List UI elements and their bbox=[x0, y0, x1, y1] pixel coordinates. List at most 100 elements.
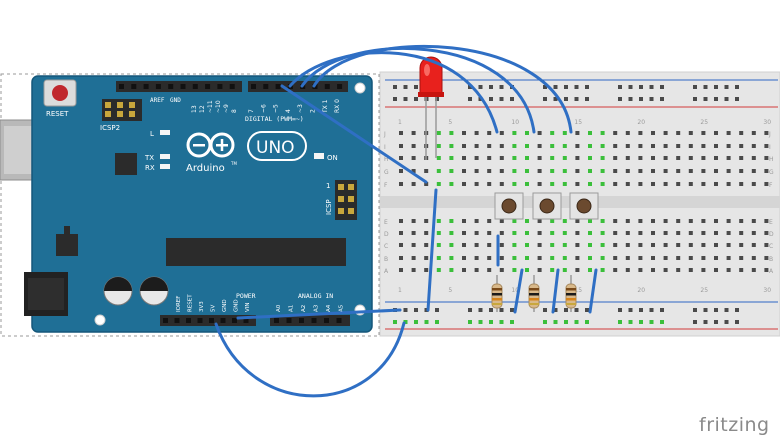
reset-button-cap[interactable] bbox=[52, 85, 68, 101]
header-pin bbox=[155, 84, 161, 89]
breadboard-hole bbox=[663, 182, 668, 186]
breadboard-hole bbox=[625, 144, 630, 148]
breadboard-hole bbox=[618, 320, 622, 324]
breadboard-hole bbox=[714, 85, 718, 89]
pushbutton-1[interactable] bbox=[494, 192, 524, 220]
breadboard-hole bbox=[588, 182, 592, 186]
pushbutton-3[interactable] bbox=[569, 192, 599, 220]
breadboard-hole bbox=[693, 320, 697, 324]
breadboard-hole bbox=[724, 320, 729, 324]
wire-led-ground bbox=[426, 188, 438, 312]
breadboard-hole bbox=[693, 97, 697, 101]
arduino-logo bbox=[186, 132, 235, 158]
breadboard-hole bbox=[739, 256, 744, 260]
icsp2-pin bbox=[105, 111, 111, 117]
breadboard-hole bbox=[638, 182, 643, 186]
one-label: 1 bbox=[326, 182, 330, 190]
breadboard-hole bbox=[462, 182, 466, 186]
breadboard-hole bbox=[499, 268, 504, 272]
breadboard-hole bbox=[574, 97, 579, 101]
breadboard-hole bbox=[600, 268, 605, 272]
breadboard-hole bbox=[638, 131, 643, 135]
breadboard-hole bbox=[512, 243, 517, 247]
breadboard-hole bbox=[651, 156, 655, 160]
breadboard-hole bbox=[751, 231, 756, 235]
row-letter: G bbox=[384, 169, 389, 176]
breadboard-hole bbox=[651, 231, 655, 235]
breadboard-hole bbox=[537, 144, 542, 148]
wire-5v-rail bbox=[214, 321, 406, 398]
power-pin-label: 5V bbox=[211, 305, 217, 312]
breadboard-hole bbox=[474, 231, 479, 235]
breadboard-hole bbox=[537, 243, 542, 247]
breadboard-hole bbox=[562, 182, 567, 186]
breadboard-hole bbox=[525, 268, 529, 272]
breadboard-hole bbox=[562, 131, 567, 135]
l-label: L bbox=[150, 130, 154, 138]
breadboard-hole bbox=[600, 156, 605, 160]
breadboard-hole bbox=[625, 156, 630, 160]
breadboard-hole bbox=[676, 156, 681, 160]
breadboard-hole bbox=[399, 131, 403, 135]
icsp-pin bbox=[338, 208, 344, 214]
breadboard-hole bbox=[663, 256, 668, 260]
microcontroller-chip bbox=[166, 238, 346, 266]
breadboard-hole bbox=[436, 131, 441, 135]
breadboard-hole bbox=[574, 320, 579, 324]
digital-pin-label: 7 bbox=[248, 109, 255, 113]
voltage-regulator bbox=[56, 234, 78, 256]
breadboard-hole bbox=[735, 97, 739, 101]
breadboard-hole bbox=[739, 131, 744, 135]
breadboard-hole bbox=[399, 182, 403, 186]
breadboard-hole bbox=[663, 243, 668, 247]
breadboard-hole bbox=[462, 243, 466, 247]
breadboard-hole bbox=[564, 97, 568, 101]
breadboard-hole bbox=[411, 268, 416, 272]
breadboard-hole bbox=[550, 131, 555, 135]
digital-pin-label: ~5 bbox=[273, 104, 280, 113]
breadboard-hole bbox=[751, 182, 756, 186]
breadboard-hole bbox=[436, 256, 441, 260]
breadboard-hole bbox=[564, 85, 568, 89]
breadboard-hole bbox=[613, 243, 618, 247]
digital-pin-label: ~10 bbox=[215, 100, 222, 113]
breadboard-hole bbox=[543, 97, 547, 101]
analog-pin-label: A1 bbox=[289, 305, 295, 312]
breadboard-hole bbox=[660, 85, 664, 89]
pushbutton-2[interactable] bbox=[532, 192, 562, 220]
breadboard-hole bbox=[726, 131, 731, 135]
breadboard-hole bbox=[625, 169, 630, 173]
breadboard-hole bbox=[462, 131, 466, 135]
breadboard-hole bbox=[588, 219, 592, 223]
breadboard-hole bbox=[553, 308, 558, 312]
breadboard-hole bbox=[449, 268, 454, 272]
column-number: 15 bbox=[574, 287, 582, 294]
header-pin bbox=[299, 318, 304, 323]
breadboard-hole bbox=[436, 243, 441, 247]
breadboard-hole bbox=[435, 97, 439, 101]
breadboard-hole bbox=[499, 97, 504, 101]
breadboard-hole bbox=[588, 169, 592, 173]
analog-pin-label: A0 bbox=[276, 304, 282, 312]
breadboard-hole bbox=[764, 268, 769, 272]
breadboard-hole bbox=[649, 308, 654, 312]
breadboard-hole bbox=[550, 268, 555, 272]
breadboard-hole bbox=[663, 144, 668, 148]
breadboard-hole bbox=[399, 144, 403, 148]
breadboard-hole bbox=[764, 131, 769, 135]
icsp-pin bbox=[348, 208, 354, 214]
breadboard-hole bbox=[575, 131, 580, 135]
header-pin bbox=[324, 318, 329, 323]
breadboard-hole bbox=[499, 219, 504, 223]
breadboard-hole bbox=[424, 268, 429, 272]
breadboard-hole bbox=[575, 144, 580, 148]
breadboard-hole bbox=[588, 231, 592, 235]
breadboard-hole bbox=[550, 219, 555, 223]
breadboard-hole bbox=[714, 308, 718, 312]
breadboard-hole bbox=[600, 131, 605, 135]
header-pin bbox=[119, 84, 124, 89]
breadboard-hole bbox=[701, 243, 706, 247]
arduino-board bbox=[31, 75, 373, 333]
breadboard-hole bbox=[649, 320, 654, 324]
breadboard-hole bbox=[660, 97, 664, 101]
